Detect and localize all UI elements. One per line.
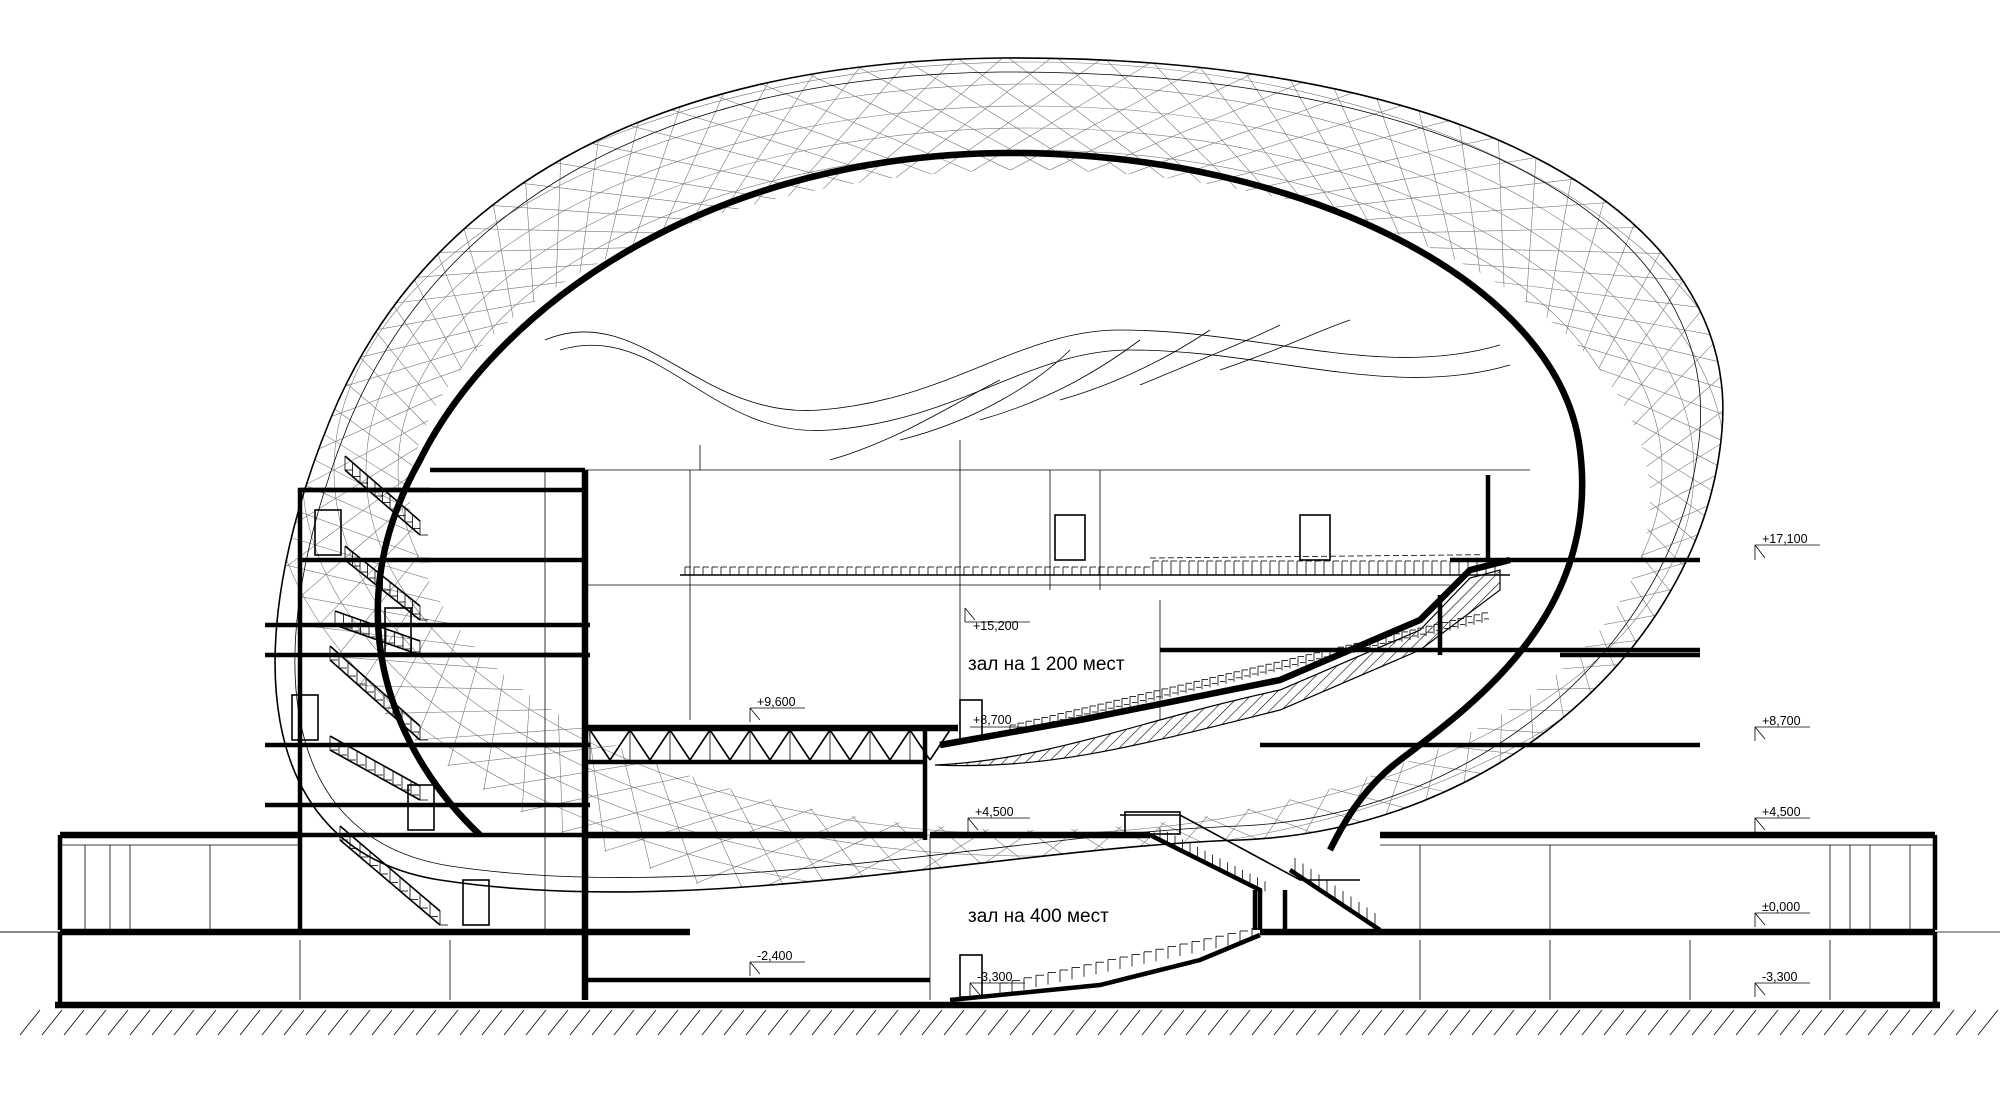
level-mark-15200: +15,200	[964, 607, 1030, 633]
level-mark-4500-outer: +4,500	[1754, 805, 1810, 832]
level-mark-8700-inner: +8,700	[970, 713, 1030, 728]
level-mark-4500-inner: +4,500	[967, 805, 1030, 832]
level-mark-9600-text: +9,600	[757, 695, 796, 709]
level-mark-8700-outer: +8,700	[1754, 714, 1810, 741]
level-mark-minus2400-text: -2,400	[757, 949, 792, 963]
level-mark-15200-text: +15,200	[973, 619, 1019, 633]
level-mark-17100-text: +17,100	[1762, 532, 1808, 546]
level-mark-4500-outer-text: +4,500	[1762, 805, 1801, 819]
level-mark-17100: +17,100	[1754, 532, 1820, 560]
ceiling-waves	[544, 319, 1511, 461]
level-mark-minus3300-inner-text: -3,300	[977, 970, 1012, 984]
level-mark-minus3300-inner: -3,300	[969, 970, 1025, 997]
level-mark-4500-inner-text: +4,500	[975, 805, 1014, 819]
level-mark-8700-outer-text: +8,700	[1762, 714, 1801, 728]
truss-mezzanine	[585, 724, 958, 840]
level-mark-minus2400: -2,400	[749, 949, 805, 976]
level-mark-8700-inner-text: +8,700	[973, 713, 1012, 727]
raked-seating-upper	[934, 556, 1700, 767]
level-4500	[57, 811, 1938, 1000]
ground	[0, 931, 1999, 1036]
gallery-seating	[680, 475, 1510, 576]
level-mark-0000: ±0,000	[1754, 900, 1810, 927]
hall-label-400: зал на 400 мест	[968, 906, 1109, 927]
level-mark-0000-text: ±0,000	[1762, 900, 1800, 914]
level-mark-minus3300-outer-text: -3,300	[1762, 970, 1797, 984]
inner-oval-wall	[374, 149, 1586, 852]
hall-label-1200: зал на 1 200 мест	[968, 654, 1125, 675]
level-mark-minus3300-outer: -3,300	[1754, 970, 1810, 997]
upper-floors	[420, 440, 1700, 748]
level-mark-9600: +9,600	[749, 695, 805, 722]
level-0000	[0, 928, 2000, 1005]
